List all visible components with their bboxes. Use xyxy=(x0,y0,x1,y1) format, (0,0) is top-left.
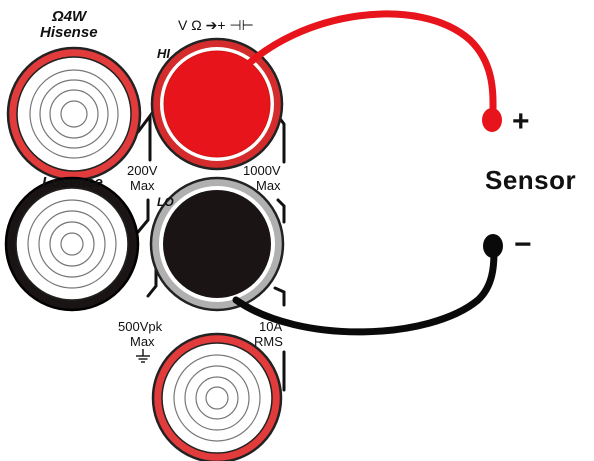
losense-label: Losense xyxy=(42,174,103,191)
black-test-lead xyxy=(232,234,503,336)
losense-terminal[interactable] xyxy=(4,176,140,312)
hi-label: HI xyxy=(157,46,170,61)
red-test-lead xyxy=(236,10,502,132)
max-1000v-line1: 1000V xyxy=(243,163,281,178)
ground-icon xyxy=(136,349,150,363)
current-10a-line1: 10A xyxy=(259,319,282,334)
max-1000v-line2: Max xyxy=(256,178,281,193)
current-10a-terminal[interactable] xyxy=(151,332,283,461)
current-10a-line2: RMS xyxy=(254,334,283,349)
sensor-plus-label: + xyxy=(512,105,530,138)
vpk-500-line2: Max xyxy=(130,334,155,349)
max-200v-line2: Max xyxy=(130,178,155,193)
lo-label: LO xyxy=(157,195,174,209)
function-symbols-label: V Ω ➔+ ⊣⊢ xyxy=(178,17,254,33)
max-200v-line1: 200V xyxy=(127,163,158,178)
hi-terminal[interactable] xyxy=(150,37,284,171)
hisense-terminal[interactable] xyxy=(6,46,142,182)
sensor-minus-label: − xyxy=(514,228,532,261)
sensor-label: Sensor xyxy=(485,165,576,195)
vpk-500-line1: 500Vpk xyxy=(118,319,163,334)
hisense-label: Hisense xyxy=(40,24,98,41)
ohm4w-label: Ω4W xyxy=(51,8,88,25)
lo-terminal[interactable] xyxy=(149,176,285,312)
